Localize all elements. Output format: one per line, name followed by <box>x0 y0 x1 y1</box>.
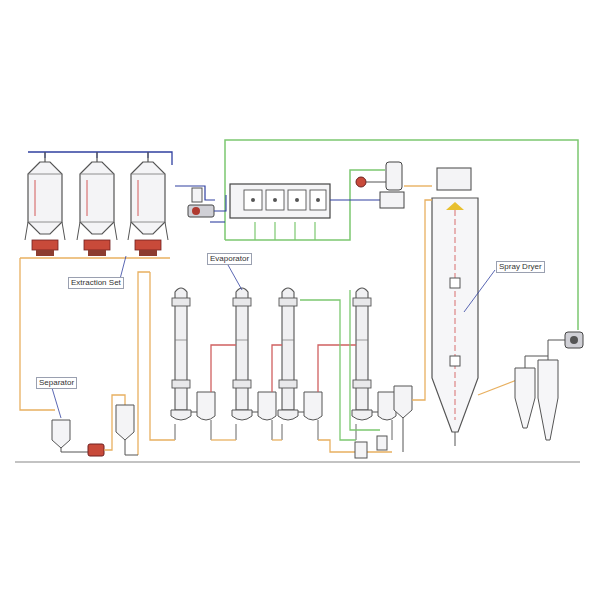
equipment-label: Separator <box>36 377 77 389</box>
equipment-label: Extraction Set <box>68 277 124 289</box>
equipment-label: Spray Dryer <box>496 261 545 273</box>
equipment-label: Evaporator <box>207 253 252 265</box>
